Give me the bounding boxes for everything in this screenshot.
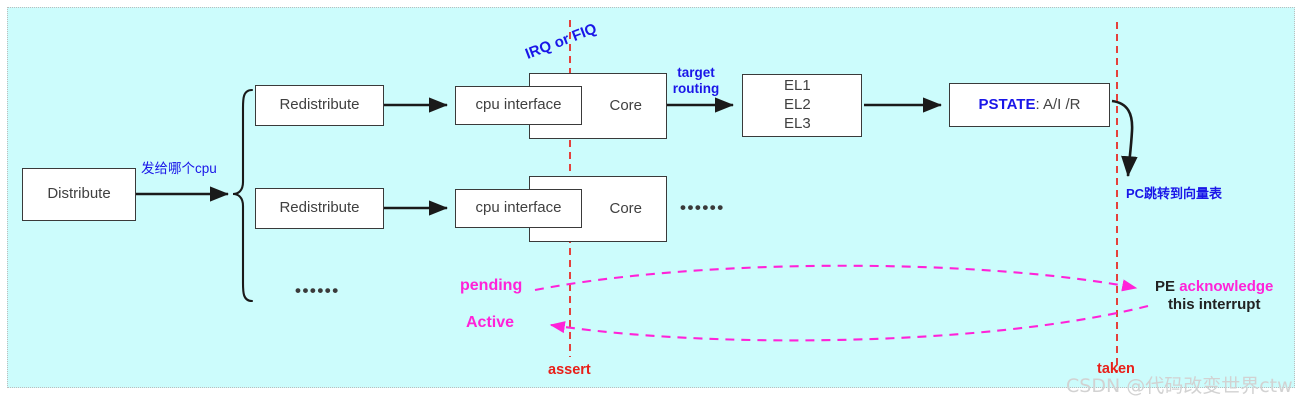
node-core-bottom-label: Core <box>609 199 642 217</box>
node-cpu-interface-bottom[interactable]: cpu interface <box>455 189 582 228</box>
acknowledge-word: acknowledge <box>1179 278 1274 295</box>
label-which-cpu: 发给哪个cpu <box>141 161 217 176</box>
state-pe-acknowledge: PE acknowledge this interrupt <box>1155 278 1273 313</box>
pstate-name: PSTATE <box>978 95 1036 113</box>
ellipsis-beside-core: •••••• <box>680 198 725 217</box>
node-distribute[interactable]: Distribute <box>22 168 136 221</box>
state-pending: pending <box>460 277 523 294</box>
node-distribute-label: Distribute <box>47 185 111 203</box>
exception-level-1: EL1 <box>784 77 811 95</box>
exception-level-3: EL3 <box>784 114 811 132</box>
label-pc-jump-to-vector-table: PC跳转到向量表 <box>1126 186 1223 201</box>
label-target-routing: target routing <box>665 65 727 97</box>
node-cpu-interface-top-label: cpu interface <box>475 96 562 114</box>
exception-level-2: EL2 <box>784 96 811 114</box>
timeline-label-taken: taken <box>1097 361 1135 377</box>
node-cpu-interface-top[interactable]: cpu interface <box>455 86 582 125</box>
node-redistribute-bottom-label: Redistribute <box>279 199 360 217</box>
acknowledge-prefix: PE <box>1155 278 1180 295</box>
timeline-label-assert: assert <box>548 362 591 378</box>
state-active: Active <box>466 314 515 331</box>
acknowledge-line2: this interrupt <box>1167 295 1261 313</box>
watermark: CSDN @代码改变世界ctw <box>1066 375 1293 397</box>
node-redistribute-top-label: Redistribute <box>279 96 360 114</box>
label-target-routing-line2: routing <box>672 80 720 96</box>
node-exception-levels[interactable]: EL1 EL2 EL3 <box>742 74 862 137</box>
node-redistribute-bottom[interactable]: Redistribute <box>255 188 384 229</box>
pstate-value: : A/I /R <box>1035 95 1081 113</box>
node-cpu-interface-bottom-label: cpu interface <box>475 199 562 217</box>
node-pstate[interactable]: PSTATE: A/I /R <box>949 83 1110 127</box>
node-redistribute-top[interactable]: Redistribute <box>255 85 384 126</box>
node-core-top-label: Core <box>609 96 642 114</box>
ellipsis-under-brace: •••••• <box>295 281 340 300</box>
label-target-routing-line1: target <box>677 65 715 80</box>
